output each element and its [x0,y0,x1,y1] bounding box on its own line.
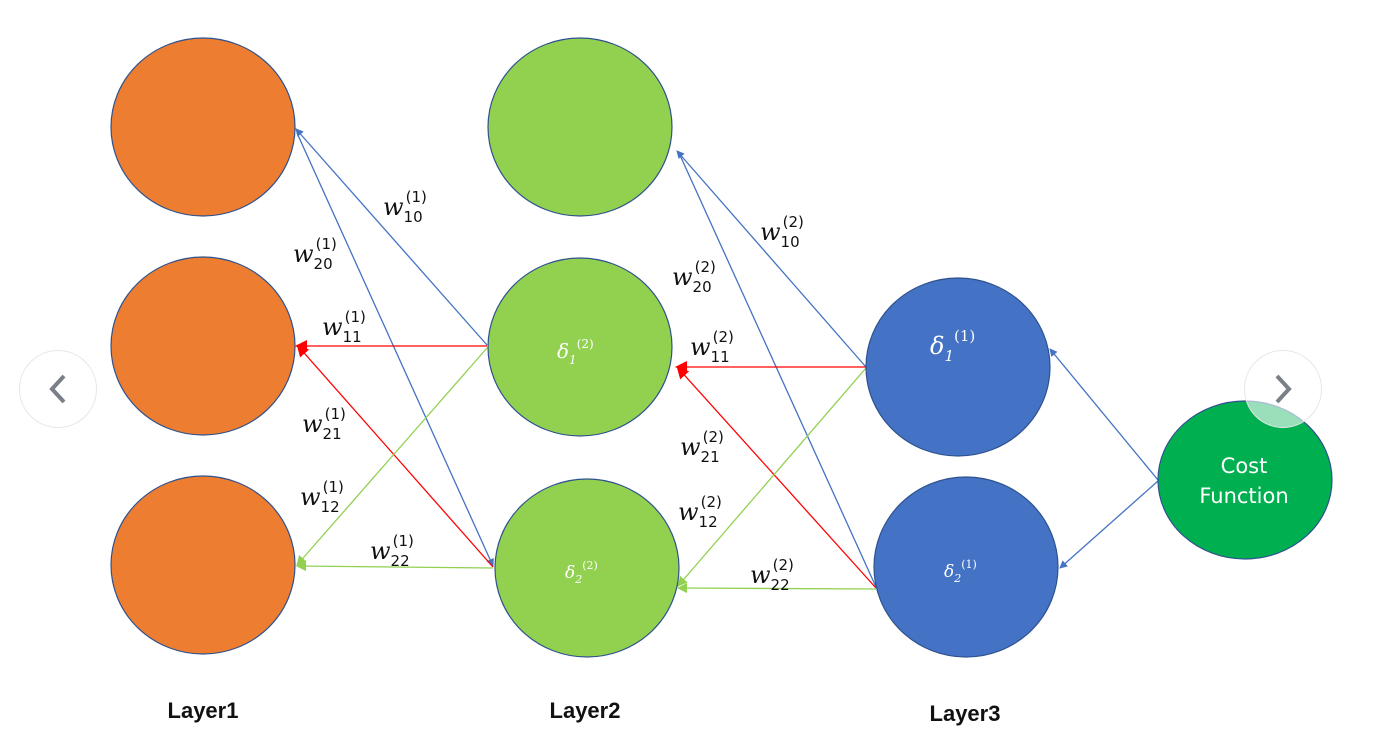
chevron-right-icon [1275,374,1292,404]
edge-w22-1 [296,561,494,572]
node-labels: δ1(2) δ2(2) δ1(1) δ2(1) Cost Function [557,327,1289,586]
edge-w21-2 [676,366,877,589]
edge-w10-2 [676,150,867,368]
edge-w10-1 [295,128,488,346]
cost-label-2: Function [1199,484,1288,508]
node-l3-1 [865,277,1051,457]
weight-label: w12(1) [300,478,344,516]
edge-w22-2 [677,583,877,594]
weight-label: w12(2) [678,493,722,531]
layer3-label: Layer3 [930,701,1001,726]
node-l2-2 [494,478,680,658]
prev-button[interactable] [19,350,97,428]
weight-label: w11(1) [322,308,366,346]
edge-w21-1 [296,344,494,568]
weight-label: w10(2) [760,213,804,251]
svg-text:δ2(2): δ2(2) [565,559,598,586]
node-l1-2 [110,475,296,655]
weight-label: w11(2) [690,328,734,366]
weight-label: w20(1) [293,235,337,273]
nodes [110,37,1333,658]
weight-label: w20(2) [672,258,716,296]
weight-label: w22(1) [370,532,414,570]
layer-labels: Layer1 Layer2 Layer3 [168,698,1001,726]
weight-labels: w10(1) w20(1) w11(1) w21(1) w12(1) w22(1) w10(… [293,188,804,594]
cost-label-1: Cost [1221,454,1268,478]
node-l2-0 [487,37,673,217]
weight-label: w21(1) [302,405,346,443]
layer2-label: Layer2 [550,698,621,723]
svg-text:δ2(1): δ2(1) [944,558,977,585]
weight-label: w10(1) [383,188,427,226]
node-l1-1 [110,256,296,436]
node-l2-1 [487,257,673,437]
next-button[interactable] [1244,350,1322,428]
edge-cost-1 [1049,348,1159,481]
svg-text:δ1(2): δ1(2) [557,337,594,367]
edge-w20-2 [678,152,877,588]
weight-label: w22(2) [750,556,794,594]
edge-w12-1 [296,347,488,566]
weight-label: w21(2) [680,428,724,466]
edge-w12-2 [677,367,867,587]
svg-text:δ1(1): δ1(1) [930,327,975,365]
chevron-left-icon [49,374,66,404]
node-l3-2 [873,476,1059,658]
layer1-label: Layer1 [168,698,239,723]
node-l1-0 [110,37,296,217]
edge-w20-1 [296,132,494,567]
edges [295,128,1159,594]
edge-cost-2 [1059,480,1159,569]
